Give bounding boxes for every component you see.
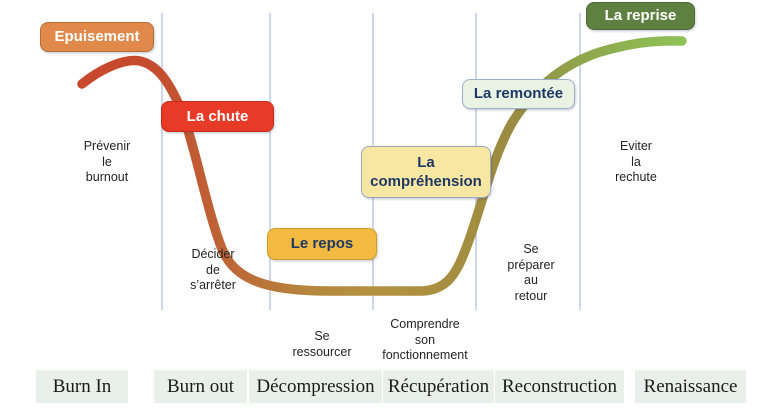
phase-label-burn-out: Burn out (154, 370, 247, 403)
annotation-prevenir-le-burnout: Prévenir le burnout (83, 139, 131, 184)
annotation-se-ressourcer: Se ressourcer (292, 329, 352, 359)
phase-label-burn-in: Burn In (36, 370, 128, 403)
badge-la-chute-label: La chute (186, 107, 249, 125)
phase-label-renaissance-text: Renaissance (643, 375, 738, 397)
phase-label-reconstruction: Reconstruction (495, 370, 624, 403)
badge-epuisement-label: Epuisement (54, 28, 140, 45)
badge-le-repos-label: Le repos (290, 235, 354, 252)
badge-la-reprise-label: La reprise (604, 7, 677, 24)
badge-la-remontee-label: La remontée (473, 85, 564, 102)
badge-la-comprehension: La compréhension (361, 146, 491, 198)
divider-line-2 (269, 13, 271, 310)
badge-le-repos: Le repos (267, 228, 377, 260)
phase-label-reconstruction-text: Reconstruction (501, 375, 618, 397)
phase-label-burn-out-text: Burn out (166, 375, 235, 397)
recovery-curve-path (77, 36, 687, 296)
badge-la-comprehension-label: La compréhension (370, 154, 482, 190)
annotation-eviter-la-rechute: Eviter la rechute (615, 139, 657, 184)
annotation-comprendre-son-fonctionnement: Comprendre son fonctionnement (382, 317, 468, 362)
phase-label-burn-in-text: Burn In (52, 375, 112, 397)
phase-label-decompression-text: Décompression (256, 375, 375, 397)
badge-la-remontee: La remontée (462, 79, 575, 109)
divider-line-5 (579, 13, 581, 310)
phase-label-decompression: Décompression (249, 370, 382, 403)
badge-epuisement: Epuisement (40, 22, 154, 52)
phase-label-renaissance: Renaissance (635, 370, 746, 403)
badge-la-reprise: La reprise (586, 2, 695, 30)
annotation-se-preparer-au-retour: Se préparer au retour (507, 242, 555, 303)
phase-label-recuperation: Récupération (383, 370, 494, 403)
annotation-decider-de-sarreter: Décider de s’arrêter (190, 247, 236, 292)
divider-line-1 (161, 13, 163, 310)
badge-la-chute: La chute (161, 101, 274, 132)
phase-label-recuperation-text: Récupération (387, 375, 490, 397)
